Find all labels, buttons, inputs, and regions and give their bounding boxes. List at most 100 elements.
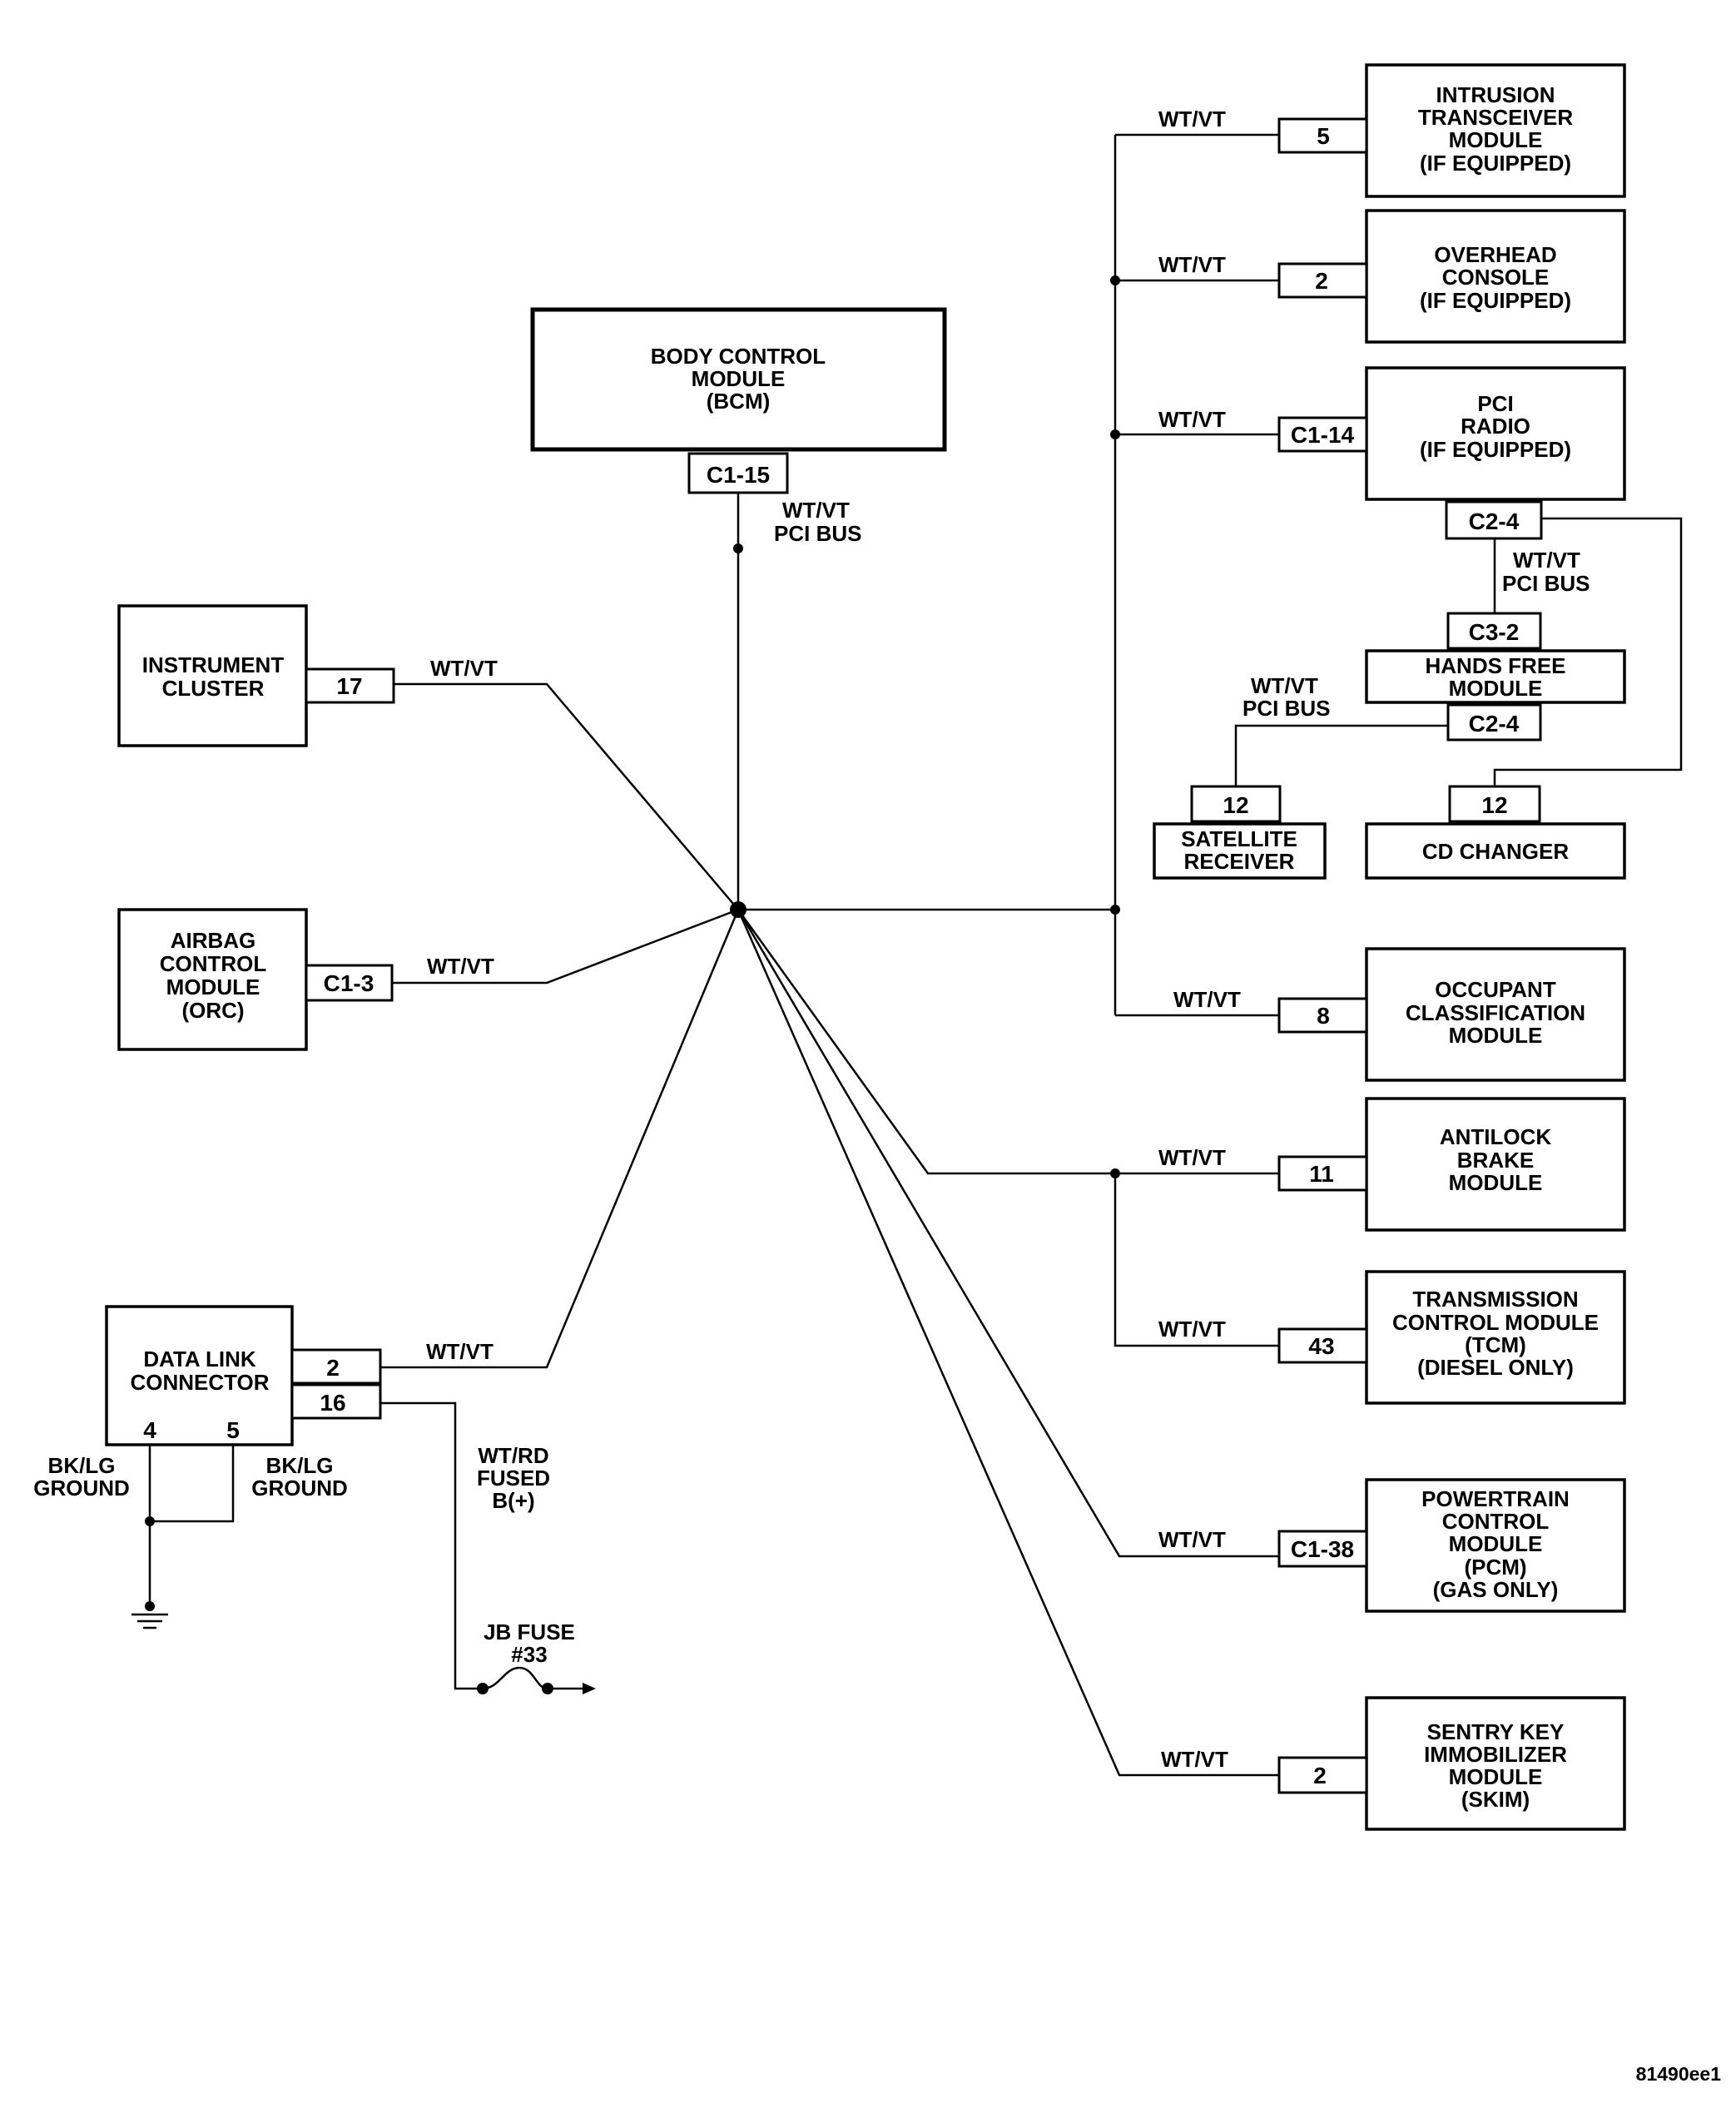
bcm-pin: C1-15	[707, 462, 770, 488]
data-link-label-1: DATA LINK	[143, 1347, 255, 1371]
wire-tcm	[1114, 1173, 1279, 1347]
skim-label-3: MODULE	[1449, 1764, 1543, 1789]
overhead-label-2: CONSOLE	[1442, 265, 1550, 290]
fused-label-3: B(+)	[492, 1488, 534, 1513]
satellite-label-1: SATELLITE	[1181, 826, 1297, 851]
intrusion-label-2: TRANSCEIVER	[1418, 105, 1574, 130]
tcm-wire-label: WT/VT	[1158, 1317, 1226, 1342]
data-link-pin-4: 4	[143, 1417, 156, 1443]
data-link-wire-label: WT/VT	[426, 1339, 494, 1364]
hands-free-bus-label-2: PCI BUS	[1242, 696, 1330, 721]
wire-pcm	[737, 909, 1279, 1558]
wire-fused	[380, 1401, 483, 1690]
splice-ground	[145, 1516, 155, 1526]
hands-free-in-pin: C3-2	[1469, 619, 1520, 645]
pci-radio-label-3: (IF EQUIPPED)	[1420, 437, 1571, 462]
splice-right-bus	[1110, 905, 1120, 915]
module-satellite: 12 SATELLITE RECEIVER	[1153, 785, 1327, 880]
instrument-cluster-wire-label: WT/VT	[430, 656, 498, 681]
module-antilock: ANTILOCK BRAKE MODULE 11 WT/VT	[1158, 1097, 1626, 1232]
splices	[145, 275, 1120, 1526]
pci-radio-out-pin: C2-4	[1469, 508, 1520, 534]
satellite-label-2: RECEIVER	[1184, 849, 1295, 874]
module-intrusion: INTRUSION TRANSCEIVER MODULE (IF EQUIPPE…	[1158, 63, 1626, 198]
fuse-icon	[477, 1666, 596, 1694]
wire-skim	[737, 909, 1279, 1777]
antilock-pin: 11	[1309, 1161, 1334, 1187]
tcm-label-1: TRANSMISSION	[1412, 1287, 1578, 1312]
pcm-label-5: (GAS ONLY)	[1433, 1577, 1559, 1602]
splice-overhead	[1110, 275, 1120, 285]
antilock-label-1: ANTILOCK	[1440, 1124, 1552, 1149]
ground-label-1a: BK/LG	[48, 1453, 116, 1478]
tcm-label-4: (DIESEL ONLY)	[1417, 1355, 1574, 1380]
occupant-pin: 8	[1317, 1003, 1330, 1029]
module-hands-free: C3-2 HANDS FREE MODULE C2-4 WT/VT PCI BU…	[1242, 612, 1626, 742]
pci-radio-label-2: RADIO	[1461, 414, 1530, 439]
skim-label-1: SENTRY KEY	[1427, 1719, 1565, 1744]
pci-radio-pin: C1-14	[1291, 422, 1355, 448]
fuse-label-1: JB FUSE	[484, 1620, 575, 1644]
instrument-cluster-pin: 17	[336, 673, 362, 699]
module-bcm: BODY CONTROL MODULE (BCM) C1-15 WT/VT PC…	[530, 307, 947, 546]
airbag-pin: C1-3	[324, 970, 374, 996]
ground-label-1b: GROUND	[33, 1476, 130, 1500]
data-link-pin-2: 2	[326, 1355, 340, 1381]
tcm-pin: 43	[1308, 1333, 1334, 1359]
fused-label-2: FUSED	[477, 1466, 550, 1491]
antilock-label-2: BRAKE	[1457, 1148, 1534, 1173]
intrusion-label-1: INTRUSION	[1436, 82, 1555, 107]
hands-free-out-pin: C2-4	[1469, 711, 1520, 737]
pcm-pin: C1-38	[1291, 1536, 1354, 1562]
pcm-label-1: POWERTRAIN	[1421, 1486, 1570, 1511]
pcm-label-2: CONTROL	[1442, 1509, 1550, 1534]
pcm-label-4: (PCM)	[1464, 1555, 1526, 1580]
overhead-label-1: OVERHEAD	[1434, 242, 1556, 267]
tcm-label-3: (TCM)	[1465, 1332, 1526, 1357]
pcm-wire-label: WT/VT	[1158, 1527, 1226, 1552]
pcm-label-3: MODULE	[1449, 1531, 1543, 1556]
occupant-label-3: MODULE	[1449, 1023, 1543, 1048]
bcm-label-1: BODY CONTROL	[651, 344, 826, 369]
skim-pin: 2	[1313, 1763, 1327, 1788]
splice-bcm	[733, 543, 743, 553]
module-data-link: DATA LINK CONNECTOR 4 5 2 16 WT/VT BK/LG…	[33, 1305, 596, 1694]
module-instrument-cluster: INSTRUMENT CLUSTER 17 WT/VT	[117, 604, 498, 747]
wire-airbag	[392, 908, 739, 985]
module-pci-radio: PCI RADIO (IF EQUIPPED) C1-14 WT/VT C2-4…	[1158, 366, 1626, 596]
data-link-pin-16: 16	[320, 1390, 345, 1416]
wire-radio-cdchanger	[1493, 517, 1683, 786]
intrusion-label-3: MODULE	[1449, 127, 1543, 152]
intrusion-label-4: (IF EQUIPPED)	[1420, 151, 1571, 176]
radio-bus-label-2: PCI BUS	[1502, 571, 1590, 596]
overhead-label-3: (IF EQUIPPED)	[1420, 288, 1571, 313]
module-airbag: AIRBAG CONTROL MODULE (ORC) C1-3 WT/VT	[117, 908, 494, 1051]
bcm-label-3: (BCM)	[707, 389, 771, 414]
data-link-label-2: CONNECTOR	[130, 1370, 269, 1395]
wire-instrument-cluster	[394, 682, 739, 910]
wire-handsfree-satellite	[1234, 724, 1454, 786]
overhead-pin: 2	[1315, 268, 1328, 294]
fused-label-1: WT/RD	[478, 1443, 548, 1468]
skim-label-4: (SKIM)	[1461, 1787, 1530, 1812]
skim-wire-label: WT/VT	[1161, 1747, 1228, 1772]
wire-ground-5	[150, 1445, 235, 1523]
figure-id: 81490ee1	[1636, 2063, 1722, 2085]
pci-radio-wire-label: WT/VT	[1158, 407, 1226, 432]
splice-antilock	[1110, 1168, 1120, 1178]
module-overhead: OVERHEAD CONSOLE (IF EQUIPPED) 2 WT/VT	[1158, 209, 1626, 344]
airbag-label-2: CONTROL	[160, 951, 267, 976]
overhead-wire-label: WT/VT	[1158, 252, 1226, 277]
tcm-label-2: CONTROL MODULE	[1392, 1310, 1599, 1335]
radio-bus-label-1: WT/VT	[1513, 548, 1580, 573]
bcm-wire-label-2: PCI BUS	[774, 521, 861, 546]
cd-changer-label: CD CHANGER	[1422, 839, 1569, 864]
satellite-pin: 12	[1223, 792, 1248, 818]
wire-data-link	[380, 909, 740, 1369]
hands-free-bus-label-1: WT/VT	[1251, 673, 1318, 698]
airbag-wire-label: WT/VT	[427, 954, 494, 979]
module-cd-changer: 12 CD CHANGER	[1365, 785, 1626, 880]
instrument-cluster-label-2: CLUSTER	[162, 676, 265, 701]
occupant-label-1: OCCUPANT	[1435, 977, 1556, 1002]
